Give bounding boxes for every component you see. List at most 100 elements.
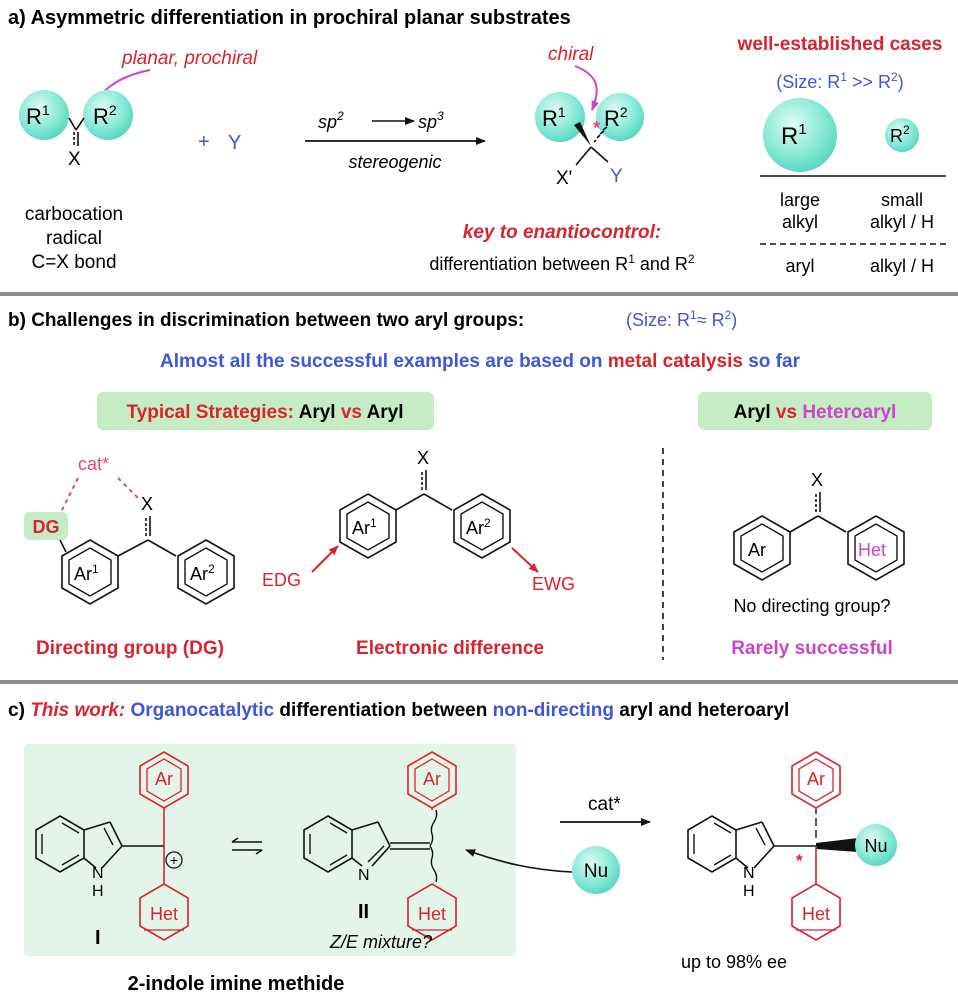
imine-methide-label: 2-indole imine methide <box>128 973 345 995</box>
ar2-ring-dg <box>177 539 235 605</box>
product-r2-ball <box>596 93 644 141</box>
nu-label: Nu <box>584 861 608 882</box>
panel-c-heading: c) This work: Organocatalytic differenti… <box>8 700 789 721</box>
case-large: large <box>780 190 820 210</box>
panel-c: c) This work: Organocatalytic differenti… <box>8 700 897 995</box>
key-text: differentiation between R1 and R2 <box>429 252 695 274</box>
substrate-type-radical: radical <box>46 228 102 249</box>
label-II: II <box>358 901 369 923</box>
aryl-vs-heteroaryl-label: Aryl vs Heteroaryl <box>734 402 897 423</box>
indole-h-product: H <box>743 883 755 900</box>
ar2-label-elec: Ar2 <box>466 516 491 538</box>
product-nu-label: Nu <box>864 836 887 856</box>
ze-mixture: Z/E mixture? <box>329 932 432 952</box>
r2-ball <box>83 90 133 140</box>
sp2-label: sp2 <box>318 109 344 132</box>
product-nu-ball <box>855 824 897 866</box>
panel-b-heading: b) Challenges in discrimination between … <box>8 310 524 331</box>
divider-ab <box>0 292 958 296</box>
stereocenter-star: * <box>593 118 600 138</box>
cat-label-c: cat* <box>588 794 621 815</box>
nu-ball <box>572 846 620 894</box>
cases-size-note: (Size: R1 >> R2) <box>776 70 903 92</box>
label-directing-group: Directing group (DG) <box>36 638 224 659</box>
x-label-dg: X <box>141 494 153 514</box>
panel-a: a) Asymmetric differentiation in prochir… <box>8 7 946 276</box>
product-r2-label: R2 <box>604 104 628 131</box>
indole-n-II: N <box>358 867 370 884</box>
ewg-label: EWG <box>532 574 575 594</box>
case-aryl: aryl <box>785 256 814 276</box>
r1-label: R1 <box>26 102 50 129</box>
substrate-type-cx-bond: C=X bond <box>31 252 116 273</box>
nu-attack-arrow <box>465 849 573 873</box>
no-directing-group: No directing group? <box>733 596 890 616</box>
typical-strategies-box <box>97 392 434 430</box>
ar1-label-elec: Ar1 <box>352 516 377 538</box>
case-small: small <box>881 190 923 210</box>
dg-label: DG <box>33 517 60 537</box>
substrate-x: X <box>68 149 81 170</box>
case-alkyl-h: alkyl / H <box>870 212 934 232</box>
het-label-II: Het <box>418 904 446 924</box>
ar-label: Ar <box>748 540 766 560</box>
label-electronic-difference: Electronic difference <box>356 638 544 659</box>
het-label: Het <box>858 540 886 560</box>
het-label-I: Het <box>150 904 178 924</box>
typical-strategies-label: Typical Strategies: Aryl vs Aryl <box>126 402 403 423</box>
chiral-label: chiral <box>548 44 594 65</box>
product-r1-label: R1 <box>542 104 566 131</box>
structure-I: N H + Ar Het I <box>35 751 189 949</box>
x-label-het: X <box>811 470 823 490</box>
product-star: * <box>796 851 803 870</box>
dg-box <box>24 512 68 540</box>
reagent-y: Y <box>228 132 241 154</box>
structure-II: N Ar Het II <box>303 751 457 941</box>
svg-text:+: + <box>170 852 178 868</box>
het-ring <box>847 515 905 581</box>
ee-label: up to 98% ee <box>681 952 787 972</box>
r2-label: R2 <box>93 102 117 129</box>
divider-bc <box>0 680 958 684</box>
product-x-prime: X' <box>556 168 572 189</box>
cation-charge <box>165 851 183 869</box>
r1-ball <box>19 90 69 140</box>
product-y: Y <box>610 166 623 187</box>
product-structure: N H * Ar Nu Het <box>687 751 897 941</box>
plus-sign: + <box>198 131 210 153</box>
indole-h-I: H <box>92 883 104 900</box>
equilibrium-arrows <box>255 849 263 855</box>
stereogenic-label: stereogenic <box>348 152 441 172</box>
panel-b-subtitle: Almost all the successful examples are b… <box>160 351 801 372</box>
indole-n-I: N <box>92 865 104 882</box>
ar-label-I: Ar <box>155 769 173 789</box>
aryl-vs-heteroaryl-box <box>698 392 932 430</box>
panel-a-heading: a) Asymmetric differentiation in prochir… <box>8 7 571 29</box>
ar2-ring-elec <box>453 493 511 559</box>
case-aryl-alkyl-h: alkyl / H <box>870 256 934 276</box>
cases-title: well-established cases <box>737 34 943 55</box>
cat-label: cat* <box>78 454 109 474</box>
key-label: key to enantiocontrol: <box>463 222 661 243</box>
het-label-product: Het <box>802 904 830 924</box>
ar-label-II: Ar <box>423 769 441 789</box>
label-rarely-successful: Rarely successful <box>731 638 893 659</box>
small-r2-label: R2 <box>890 123 910 146</box>
ar2-label-dg: Ar2 <box>190 562 215 584</box>
edg-label: EDG <box>262 570 301 590</box>
small-r2-ball <box>885 118 919 152</box>
product-r1-ball <box>535 92 585 142</box>
ar1-label-dg: Ar1 <box>74 562 99 584</box>
panel-b: b) Challenges in discrimination between … <box>8 308 932 660</box>
indole-n-product: N <box>743 865 755 882</box>
imine-methide-panel <box>24 744 516 956</box>
label-I: I <box>95 927 101 949</box>
ar-label-product: Ar <box>807 769 825 789</box>
x-label-elec: X <box>417 448 429 468</box>
sp3-label: sp3 <box>418 109 444 132</box>
large-r1-ball <box>763 98 837 172</box>
panel-b-size-note: (Size: R1≈ R2) <box>626 308 737 330</box>
case-alkyl: alkyl <box>782 212 818 232</box>
large-r1-label: R1 <box>781 121 807 150</box>
